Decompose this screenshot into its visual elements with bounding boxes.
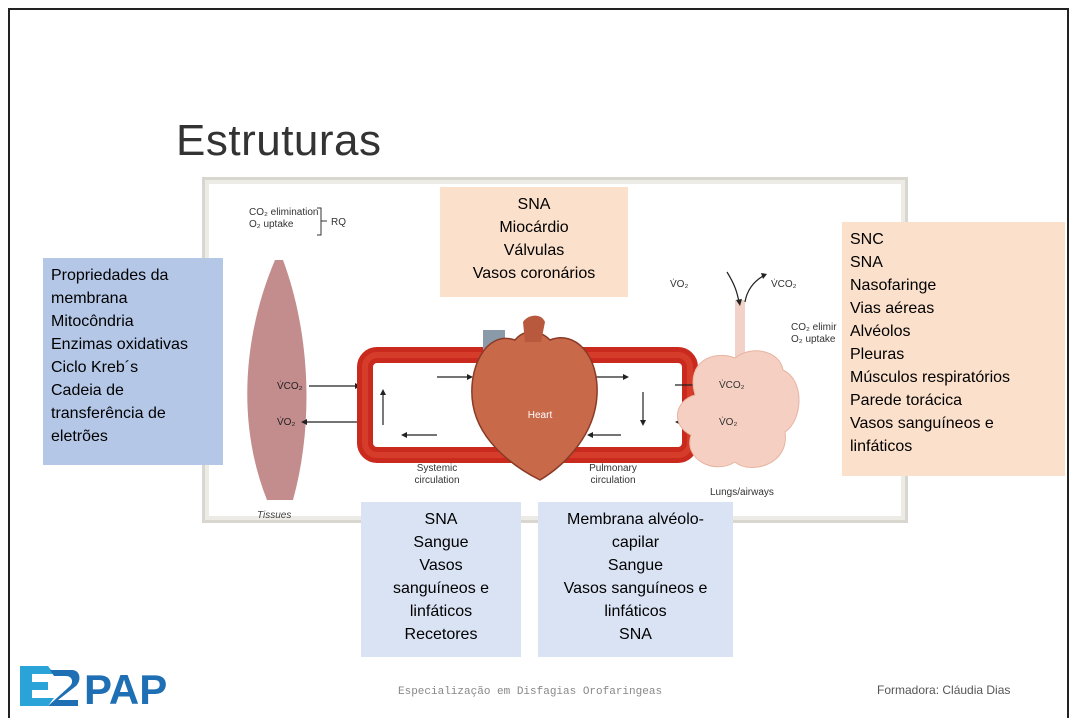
systemic-label-2: circulation	[414, 475, 459, 486]
legend-bracket	[317, 208, 327, 235]
heart-item: Vasos coronários	[448, 262, 620, 285]
cell-item: Mitocôndria	[51, 310, 215, 333]
cell-item: Cadeia de	[51, 379, 215, 402]
pulmonary-item: capilar	[546, 531, 725, 554]
lung-structures-box: SNC SNA Nasofaringe Vias aéreas Alvéolos…	[842, 222, 1065, 476]
cell-item: eletrões	[51, 425, 215, 448]
trachea	[735, 300, 745, 360]
lung-item: Vias aéreas	[850, 297, 1057, 320]
pulmonary-item: Membrana alvéolo-	[546, 508, 725, 531]
vo2-top-arrow	[727, 272, 739, 302]
heart-item: Válvulas	[448, 239, 620, 262]
systemic-item: Recetores	[369, 623, 513, 646]
arrowhead	[401, 432, 407, 438]
arrowhead	[623, 374, 629, 380]
systemic-item: sanguíneos e	[369, 577, 513, 600]
heart-structures-box: SNA Miocárdio Válvulas Vasos coronários	[440, 187, 628, 297]
systemic-item: Vasos	[369, 554, 513, 577]
logo-2-mark	[48, 670, 79, 706]
slide-title: Estruturas	[176, 116, 382, 166]
heart-vessels	[523, 316, 545, 342]
systemic-label-1: Systemic	[417, 463, 458, 474]
vco2-top-label: V̇CO₂	[771, 277, 797, 290]
pulmonary-item: linfáticos	[546, 600, 725, 623]
cell-structures-box: Propriedades da membrana Mitocôndria Enz…	[43, 258, 223, 465]
lung-item: Alvéolos	[850, 320, 1057, 343]
cell-item: Propriedades da	[51, 264, 215, 287]
logo-e-mark	[20, 666, 54, 706]
lung-item: linfáticos	[850, 435, 1057, 458]
arrowhead	[587, 432, 593, 438]
legend-rq: RQ	[331, 217, 346, 228]
lung-item: Vasos sanguíneos e	[850, 412, 1057, 435]
heart-label: Heart	[528, 410, 553, 421]
footer-course: Especialização em Disfagias Orofaringeas	[398, 686, 662, 698]
vo2-right-label: V̇O₂	[719, 415, 737, 428]
logo-text: PAP	[84, 666, 167, 710]
vco2-top-arrow	[745, 276, 763, 302]
vo2-left-label: V̇O₂	[277, 415, 295, 428]
lung-item: SNC	[850, 228, 1057, 251]
cell-item: transferência de	[51, 402, 215, 425]
arrowhead	[640, 420, 646, 426]
o2-uptake-right: O₂ uptake	[791, 334, 836, 345]
heart-item: SNA	[448, 193, 620, 216]
co2-elim-right: CO₂ elimir	[791, 322, 837, 333]
lung-item: Pleuras	[850, 343, 1057, 366]
arrowhead	[380, 389, 386, 395]
systemic-item: linfáticos	[369, 600, 513, 623]
cell-item: Enzimas oxidativas	[51, 333, 215, 356]
tissues-label: Tissues	[257, 510, 291, 521]
systemic-item: Sangue	[369, 531, 513, 554]
vco2-right-label: V̇CO₂	[719, 378, 745, 391]
pulmonary-item: Vasos sanguíneos e	[546, 577, 725, 600]
pulmonary-item: Sangue	[546, 554, 725, 577]
pulmonary-item: SNA	[546, 623, 725, 646]
systemic-item: SNA	[369, 508, 513, 531]
heart-item: Miocárdio	[448, 216, 620, 239]
legend-co2-elimination: CO₂ elimination	[249, 207, 318, 218]
epap-logo: PAP	[18, 660, 198, 710]
cell-item: Ciclo Kreb´s	[51, 356, 215, 379]
pulmonary-structures-box: Membrana alvéolo- capilar Sangue Vasos s…	[538, 502, 733, 657]
footer-trainer: Formadora: Cláudia Dias	[877, 683, 1010, 697]
lung-item: SNA	[850, 251, 1057, 274]
lung-item: Nasofaringe	[850, 274, 1057, 297]
lung-item: Músculos respiratórios	[850, 366, 1057, 389]
tissue-muscle-shape	[247, 260, 306, 500]
pulmonary-label-1: Pulmonary	[589, 463, 637, 474]
lung-item: Parede torácica	[850, 389, 1057, 412]
cell-item: membrana	[51, 287, 215, 310]
vo2-top-label: V̇O₂	[670, 277, 688, 290]
systemic-structures-box: SNA Sangue Vasos sanguíneos e linfáticos…	[361, 502, 521, 657]
lungs-label: Lungs/airways	[710, 487, 774, 498]
legend-o2-uptake: O₂ uptake	[249, 219, 294, 230]
pulmonary-label-2: circulation	[590, 475, 635, 486]
vco2-left-label: V̇CO₂	[277, 379, 303, 392]
lungs-shape	[677, 351, 799, 468]
